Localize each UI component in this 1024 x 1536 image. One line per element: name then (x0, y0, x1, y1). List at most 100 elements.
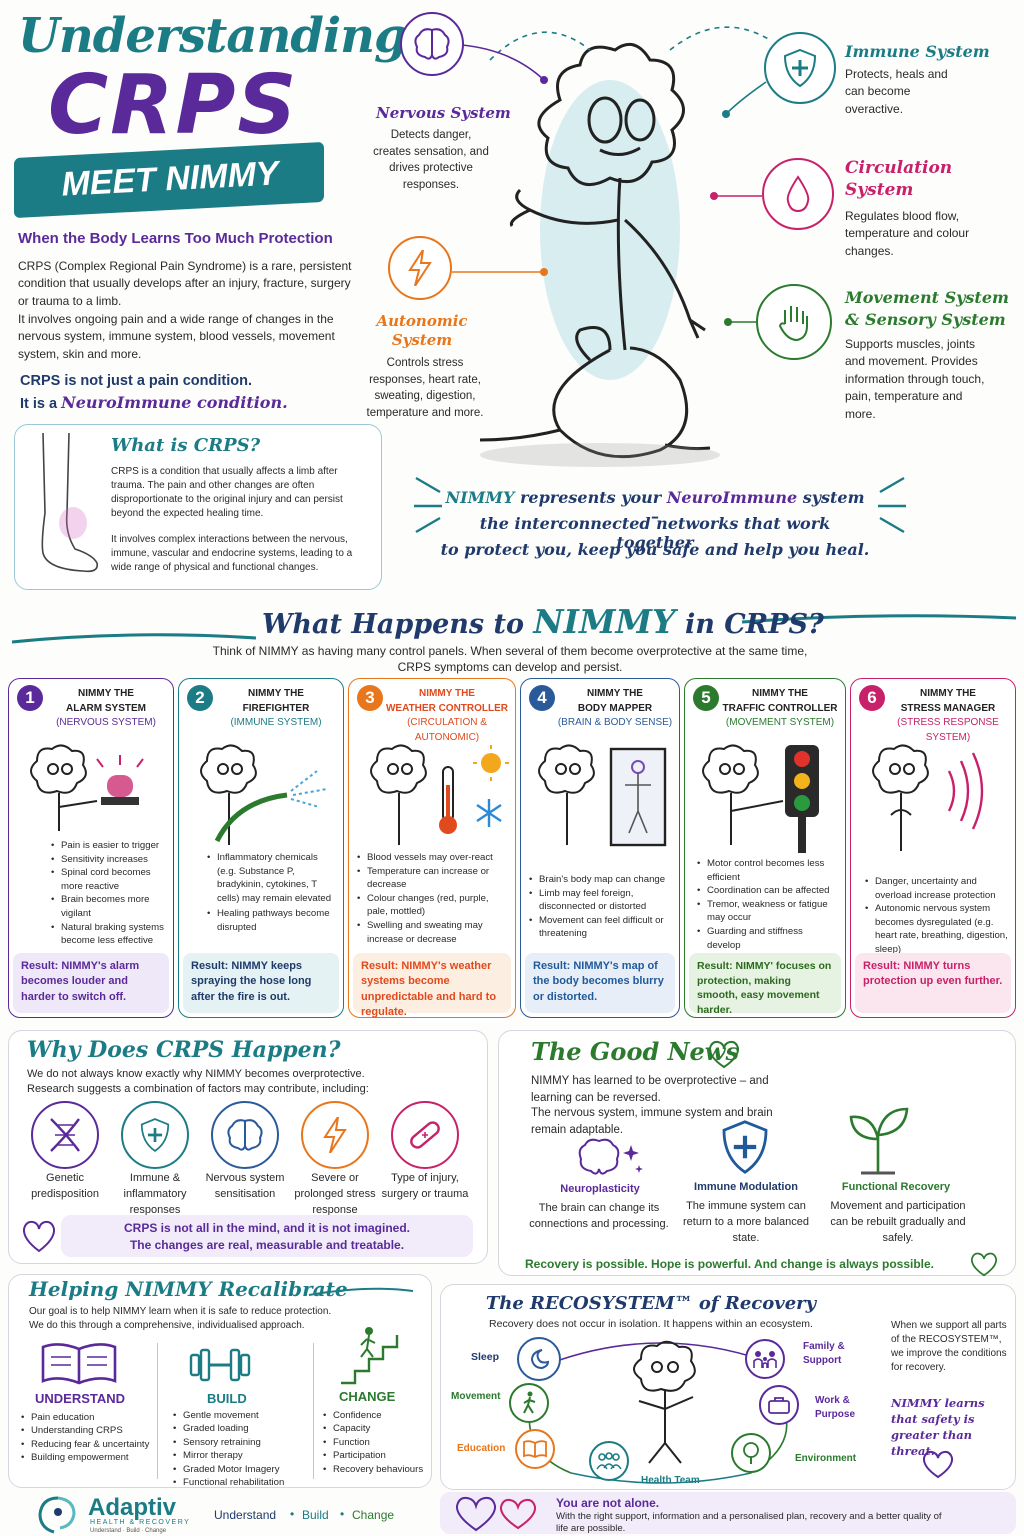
panel-2-sub: (IMMUNE SYSTEM) (230, 717, 322, 728)
nervous-system-desc: Detects danger, creates sensation, and d… (373, 129, 489, 192)
good-news-item-2-desc: The immune system can return to a more b… (683, 1200, 809, 1244)
what-happens-b: NIMMY (533, 602, 676, 641)
panel-1-number: 1 (17, 685, 43, 711)
panel-4-bullets: Brain's body map can change Limb may fee… (529, 873, 673, 941)
why-heading: Why Does CRPS Happen? (27, 1037, 341, 1063)
why-p1: We do not always know exactly why NIMMY … (27, 1068, 365, 1080)
not-alone-title: You are not alone. (556, 1496, 660, 1510)
footer-dot: • (290, 1507, 295, 1521)
good-news-item-1-desc: The brain can change its connections and… (529, 1202, 669, 1230)
stairs-icon (341, 1327, 399, 1385)
brain-icon (400, 12, 464, 76)
panel-6-bullets: Danger, uncertainty and overload increas… (865, 875, 1009, 957)
briefcase-icon (759, 1385, 799, 1425)
why-note-1: CRPS is not all in the mind, and it is n… (123, 1221, 411, 1235)
panel-6-t1: NIMMY THE (920, 688, 976, 699)
panel-1-title: NIMMY THE ALARM SYSTEM (NERVOUS SYSTEM) (45, 687, 167, 731)
panel-1-sub: (NERVOUS SYSTEM) (56, 717, 156, 728)
helping-item: Function (323, 1436, 431, 1450)
why-factor: Severe or prolonged stress response (294, 1172, 376, 1216)
statement-dashes-right (878, 476, 906, 534)
good-news-footer: Recovery is possible. Hope is powerful. … (525, 1257, 935, 1271)
what-is-crps-box: What is CRPS? CRPS is a condition that u… (14, 424, 382, 590)
panel-1-bullets: Pain is easier to trigger Sensitivity in… (51, 839, 167, 948)
nimmy-statement-1: NIMMY represents your NeuroImmune system… (440, 488, 870, 526)
helping-item: Understanding CRPS (21, 1424, 156, 1438)
panel-firefighter: 2 NIMMY THE FIREFIGHTER (IMMUNE SYSTEM) … (178, 678, 344, 1018)
good-news-heading: The Good News (531, 1037, 739, 1066)
heart-icon (922, 1450, 954, 1479)
connector-arcs (489, 26, 771, 61)
panel-5-result: Result: NIMMY' focuses on protection, ma… (689, 953, 841, 1016)
book-icon (41, 1343, 117, 1385)
helping-col-2-list: Gentle movement Graded loading Sensory r… (173, 1409, 308, 1490)
panel-5-sub: (MOVEMENT SYSTEM) (725, 717, 835, 728)
intro-heading: When the Body Learns Too Much Protection (18, 230, 333, 247)
circulation-desc: Regulates blood flow, temperature and co… (845, 209, 970, 258)
team-icon (589, 1441, 629, 1481)
panel-2-number: 2 (187, 685, 213, 711)
helping-p2: We do this through a comprehensive, indi… (29, 1320, 305, 1331)
panel-3-bullet: Swelling and sweating may increase or de… (357, 919, 509, 946)
shield-icon (764, 32, 836, 104)
intro-tagline-2: It is a NeuroImmune condition. (20, 393, 288, 412)
hearts-icon (455, 1496, 537, 1532)
moon-icon (517, 1337, 561, 1381)
immune-system-title: Immune System (845, 42, 990, 61)
what-is-crps-heading: What is CRPS? (111, 435, 261, 456)
blood-drop-icon (762, 158, 834, 230)
panel-5-title: NIMMY THE TRAFFIC CONTROLLER (MOVEMENT S… (721, 687, 839, 731)
panel-1-bullet: Sensitivity increases (51, 853, 167, 867)
panel-6-bullet: Danger, uncertainty and overload increas… (865, 875, 1009, 902)
nimmy-statement-2: the interconnected networks that work to… (479, 514, 831, 552)
heart-icon (22, 1220, 56, 1253)
immune-system-desc: Protects, heals and can become overactiv… (845, 67, 948, 116)
panel-1-bullet: Brain becomes more vigilant (51, 893, 167, 920)
good-news-p1: NIMMY has learned to be overprotective –… (531, 1075, 769, 1104)
panel-5-bullet: Motor control becomes less efficient (697, 857, 839, 884)
movement-title-2: & Sensory System (845, 310, 1006, 329)
heart-icon (708, 1040, 740, 1069)
nimmy-statement-3: to protect you, keep you safe and help y… (440, 540, 870, 559)
nimmy-figure (479, 42, 720, 467)
helping-col-2-title: BUILD (207, 1391, 247, 1406)
why-p2: Research suggests a combination of facto… (27, 1083, 369, 1095)
node-education: Education (457, 1443, 506, 1454)
why-factor: Nervous system sensitisation (205, 1172, 285, 1200)
nimmy-stress-illustration (872, 744, 984, 851)
panel-4-number: 4 (529, 685, 555, 711)
node-environment: Environment (795, 1453, 857, 1464)
node-movement: Movement (451, 1391, 501, 1402)
heart-icon (970, 1252, 998, 1277)
panel-6-result: Result: NIMMY turns protection up even f… (855, 953, 1011, 1013)
family-icon (745, 1339, 785, 1379)
section-divider-left (11, 633, 257, 644)
panel-5-bullets: Motor control becomes less efficient Coo… (697, 857, 839, 952)
helping-item: Graded loading (173, 1422, 308, 1436)
panel-4-result: Result: NIMMY's map of the body becomes … (525, 953, 675, 1013)
why-note-box (61, 1215, 473, 1257)
footer-build: Build (302, 1508, 329, 1522)
what-happens-intro-2: CRPS symptoms can develop and persist. (397, 660, 623, 674)
panel-3-bullet: Colour changes (red, purple, pale, mottl… (357, 892, 509, 919)
helping-item: Confidence (323, 1409, 431, 1423)
panel-weather-controller: 3 NIMMY THE WEATHER CONTROLLER (CIRCULAT… (348, 678, 516, 1018)
foot-illustration (41, 433, 99, 573)
autonomic-connector (452, 268, 548, 276)
panel-traffic-controller: 5 NIMMY THE TRAFFIC CONTROLLER (MOVEMENT… (684, 678, 846, 1018)
panel-5-bullet: Guarding and stiffness develop (697, 925, 839, 952)
helping-box: Helping NIMMY Recalibrate Our goal is to… (8, 1274, 432, 1490)
helping-col-divider (157, 1343, 158, 1479)
node-work-2: Purpose (815, 1409, 856, 1420)
node-work-1: Work & (815, 1395, 850, 1406)
panel-4-bullet: Brain's body map can change (529, 873, 673, 887)
statement-b: represents your (514, 488, 667, 507)
why-factor: Immune & inflammatory responses (123, 1172, 187, 1216)
why-crps-box: Why Does CRPS Happen? We do not always k… (8, 1030, 488, 1264)
what-is-crps-p1: CRPS is a condition that usually affects… (111, 466, 343, 519)
panel-6-sub: (STRESS RESPONSE SYSTEM) (897, 717, 999, 743)
panel-stress-manager: 6 NIMMY THE STRESS MANAGER (STRESS RESPO… (850, 678, 1016, 1018)
panel-4-bullet: Movement can feel difficult or threateni… (529, 914, 673, 941)
adaptiv-brand: Adaptiv (88, 1494, 177, 1521)
panel-4-title: NIMMY THE BODY MAPPER (BRAIN & BODY SENS… (557, 687, 673, 731)
